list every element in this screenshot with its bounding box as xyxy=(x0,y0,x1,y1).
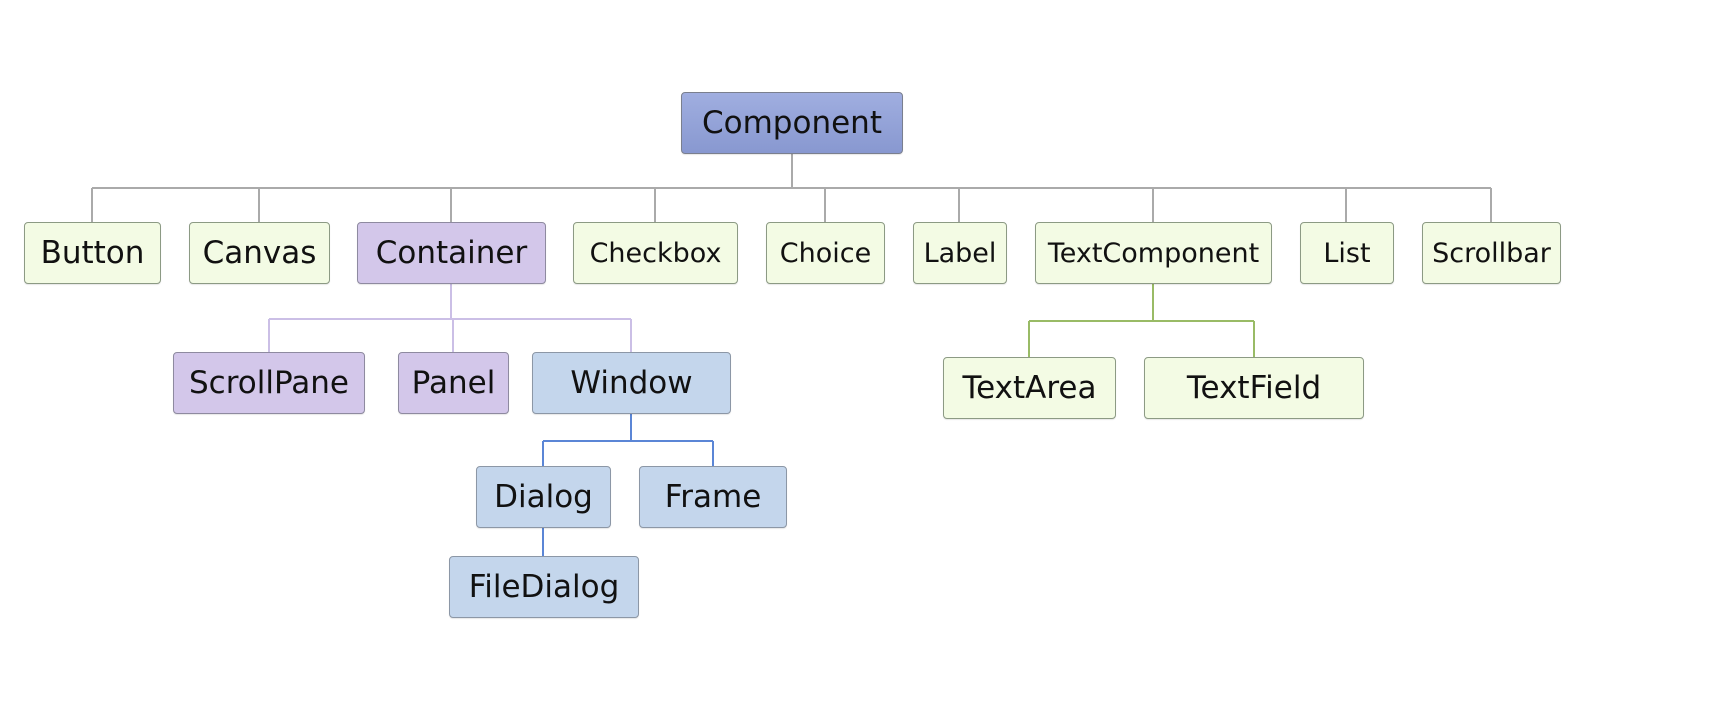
node-frame: Frame xyxy=(639,466,787,528)
node-choice: Choice xyxy=(766,222,885,284)
node-canvas: Canvas xyxy=(189,222,330,284)
edges-component xyxy=(91,154,1492,222)
node-container: Container xyxy=(357,222,546,284)
node-button: Button xyxy=(24,222,161,284)
node-panel: Panel xyxy=(398,352,509,414)
node-dialog: Dialog xyxy=(476,466,611,528)
node-scrollbar: Scrollbar xyxy=(1422,222,1561,284)
node-filedialog: FileDialog xyxy=(449,556,639,618)
node-scrollpane: ScrollPane xyxy=(173,352,365,414)
node-list: List xyxy=(1300,222,1394,284)
edges-container xyxy=(268,284,632,352)
edges-window xyxy=(542,414,714,556)
node-textarea: TextArea xyxy=(943,357,1116,419)
node-textcomponent: TextComponent xyxy=(1035,222,1272,284)
edges-textcomponent xyxy=(1028,284,1255,357)
node-textfield: TextField xyxy=(1144,357,1364,419)
node-label: Label xyxy=(913,222,1007,284)
node-checkbox: Checkbox xyxy=(573,222,738,284)
node-window: Window xyxy=(532,352,731,414)
node-component: Component xyxy=(681,92,903,154)
